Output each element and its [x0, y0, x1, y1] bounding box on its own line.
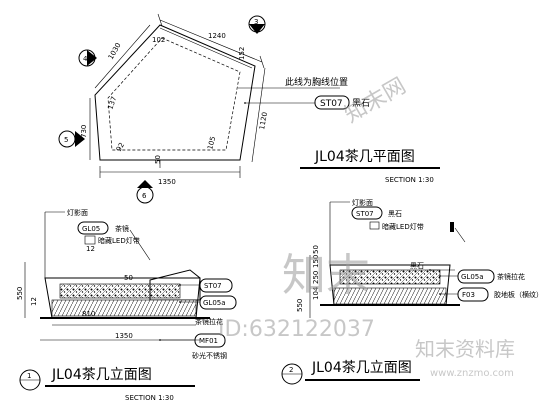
dim-550-2: 550 — [296, 299, 304, 312]
svg-text:4: 4 — [83, 55, 88, 63]
dim-inner-105: 105 — [206, 136, 217, 151]
tag-gl05 — [77, 221, 109, 235]
dim-inner-92: 92 — [115, 141, 126, 153]
plan-section-label: SECTION 1:30 — [385, 176, 434, 184]
svg-text:250: 250 — [312, 271, 320, 284]
svg-text:知末网: 知末网 — [341, 74, 411, 129]
tag-mf01 — [194, 333, 226, 348]
watermark-url: www.znzmo.com — [430, 368, 514, 379]
svg-text:ST07: ST07 — [204, 282, 222, 290]
svg-text:104: 104 — [312, 286, 320, 300]
label-led: 暗藏LED灯带 — [98, 236, 140, 245]
elevation-2-title: JL04茶几立面图 — [311, 360, 412, 376]
dim-bottom-50: 50 — [154, 155, 162, 164]
dim-bottom-1350: 1350 — [158, 178, 176, 186]
dim-left-upper: 1030 — [107, 42, 123, 61]
section-marker-6: 6 — [136, 180, 154, 204]
dim-50-1: 50 — [124, 274, 133, 282]
label-f03-text: 胶地板（横纹） — [494, 290, 543, 299]
watermark-id: ID:632122037 — [218, 317, 375, 342]
svg-text:GL05a: GL05a — [461, 273, 484, 281]
svg-text:12: 12 — [30, 297, 38, 306]
tag-gl05a-e1 — [199, 295, 237, 310]
svg-text:ST07: ST07 — [356, 210, 374, 218]
svg-text:3: 3 — [254, 18, 258, 26]
elevation-2: 灯影面 ST07 黑石 暗藏LED灯带 550 104 250 150 50 黑… — [281, 198, 543, 385]
dim-right-1120: 1120 — [258, 111, 269, 130]
section-marker-5: 5 — [58, 130, 85, 148]
elevation-1-section: SECTION 1:30 — [125, 394, 174, 402]
dim-810: 810 — [82, 310, 95, 318]
elevation-1-title: JL04茶几立面图 — [51, 367, 152, 383]
label-led-2: 暗藏LED灯带 — [382, 222, 424, 231]
plan-title: JL04茶几平面图 — [314, 149, 415, 165]
label-st07-text-2: 黑石 — [388, 210, 402, 218]
label-gl05a-text: 茶镜拉花 — [195, 317, 223, 326]
table-outline — [94, 24, 256, 161]
label-tea-mirror: 茶镜 — [115, 224, 129, 233]
stone-top-2 — [339, 269, 441, 285]
dim-inner-152: 152 — [238, 47, 246, 60]
watermark: 知末 ID:632122037 知末资料库 www.znzmo.com 知末网 — [218, 74, 515, 379]
tag-st07-e2 — [351, 206, 383, 220]
elevation-2-title-marker: 2 — [281, 363, 303, 385]
svg-text:2: 2 — [289, 366, 293, 374]
svg-text:GL05a: GL05a — [203, 299, 226, 307]
tag-st07 — [314, 95, 350, 110]
svg-text:5: 5 — [64, 136, 68, 144]
watermark-center: 知末 — [282, 250, 370, 301]
watermark-brand: 知末资料库 — [415, 337, 515, 361]
svg-text:MF01: MF01 — [199, 337, 218, 345]
svg-text:6: 6 — [142, 192, 147, 200]
svg-text:50: 50 — [312, 245, 320, 254]
label-lamp: 灯影面 — [67, 208, 88, 217]
label-lamp-2: 灯影面 — [352, 198, 373, 207]
tag-st07-label: ST07 — [320, 99, 343, 109]
dim-1350: 1350 — [115, 332, 133, 340]
label-mf01-text: 砂光不锈钢 — [192, 351, 227, 360]
dim-550-1: 550 — [16, 287, 24, 300]
dim-left-730: 730 — [80, 125, 88, 138]
label-black-stone: 黑石 — [410, 262, 424, 270]
dim-inner-102: 102 — [152, 36, 165, 44]
svg-text:1: 1 — [27, 372, 31, 380]
section-marker-3: 3 — [248, 15, 266, 34]
svg-text:12: 12 — [86, 245, 95, 253]
label-gl05a-text-2: 茶镜拉花 — [497, 272, 525, 281]
tag-f03 — [457, 287, 489, 302]
elevation-1-title-marker: 1 — [19, 369, 41, 391]
tag-st07-text: 黑石 — [352, 98, 370, 109]
tag-st07-e1 — [199, 278, 233, 293]
table-inner-outline — [107, 37, 241, 151]
svg-text:150: 150 — [312, 255, 320, 268]
elevation-1: 灯影面 GL05 茶镜 暗藏LED灯带 12 550 12 810 50 135… — [16, 208, 237, 402]
section-marker-4: 4 — [78, 49, 97, 67]
callout-chest-line: 此线为胸线位置 — [285, 76, 348, 88]
tag-gl05a-e2 — [457, 269, 495, 284]
dim-top: 1240 — [208, 32, 226, 40]
svg-text:GL05: GL05 — [82, 225, 100, 233]
stone-top-1 — [59, 283, 181, 299]
svg-text:F03: F03 — [462, 291, 475, 299]
